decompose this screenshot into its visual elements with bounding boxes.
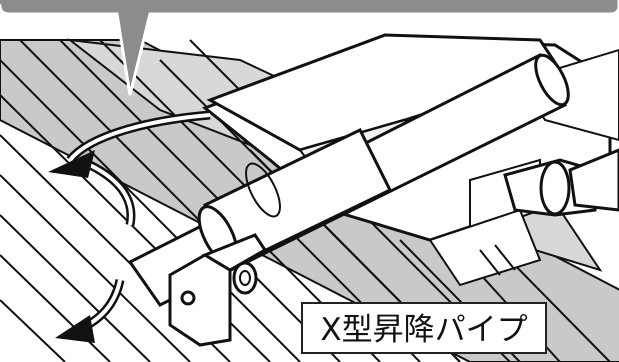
hose-fitting <box>503 148 619 217</box>
pipe-label-text: X型昇降パイプ <box>320 312 527 348</box>
curved-arrow-icon <box>48 110 211 226</box>
pipe-label-box: X型昇降パイプ <box>301 302 547 354</box>
curved-arrow-down-icon <box>55 278 125 343</box>
mounting-bracket <box>168 233 268 347</box>
